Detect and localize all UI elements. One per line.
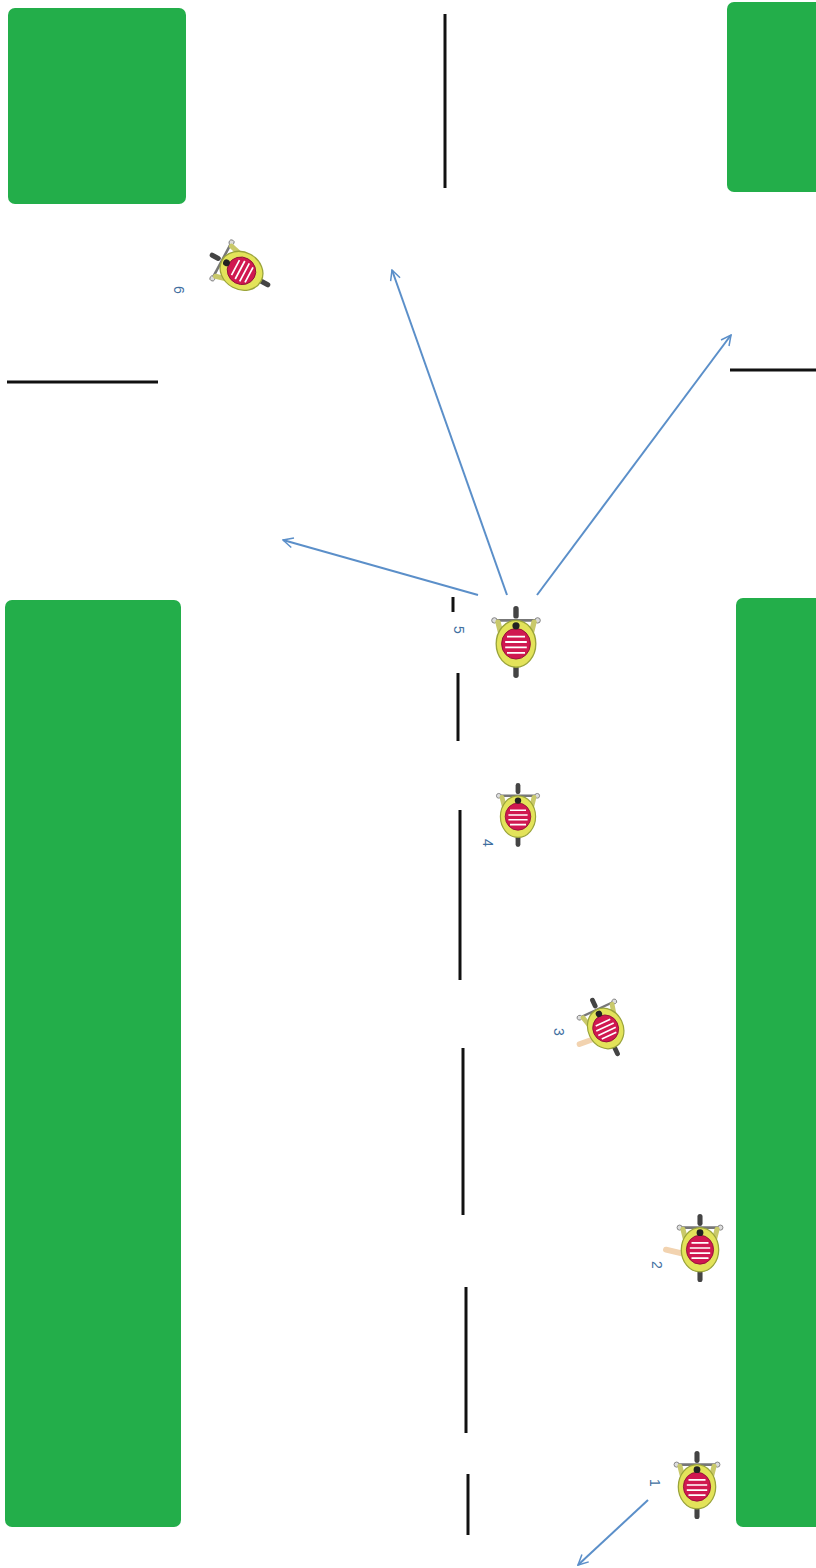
callout-number: 2 <box>650 1261 664 1269</box>
road-marking <box>7 14 816 1535</box>
callout-number: 4 <box>481 839 495 847</box>
cyclist <box>199 234 723 1519</box>
grass-verge <box>5 2 816 1527</box>
callout-number: 3 <box>552 1028 566 1036</box>
callout-number: 1 <box>648 1479 662 1487</box>
direction-arrow <box>283 270 731 1565</box>
callout-number: 6 <box>172 286 186 294</box>
callout-number: 5 <box>452 626 466 634</box>
